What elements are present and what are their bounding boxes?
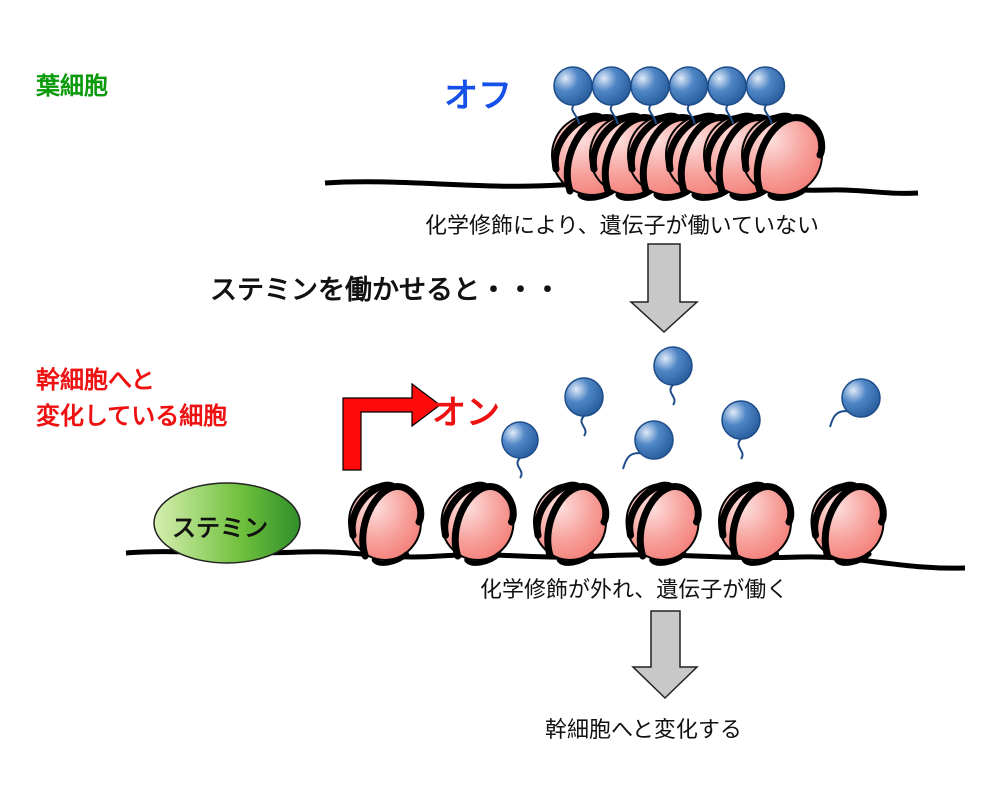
down-arrow-1 [629,243,699,334]
caption-activate-stemin: ステミンを働かせると・・・ [210,275,561,306]
nucleosome [741,112,826,201]
transitioning-cell-label-line2: 変化している細胞 [36,402,228,430]
stemin-protein [153,482,301,564]
caption-gene-silenced: 化学修飾により、遺伝子が働いていない [425,214,820,239]
leaf-cell-label: 葉細胞 [36,72,108,100]
methyl-group [745,66,786,125]
nucleosome [810,481,887,566]
nucleosome [348,481,425,566]
compacted-nucleosomes [551,112,826,201]
gene-off-label: オフ [444,76,512,116]
methyl-group [591,66,632,125]
methyl-group [721,400,761,460]
transitioning-cell-label-line1: 幹細胞へと [36,366,155,394]
down-arrow-2 [631,610,699,700]
methyl-group [564,377,604,437]
nucleosome [533,481,610,566]
methyl-group [829,378,881,428]
released-methyl-groups [501,346,881,479]
nucleosome [625,481,702,566]
stemin-label: ステミン [172,514,268,542]
nucleosome [440,481,517,566]
caption-gene-active: 化学修飾が外れ、遺伝子が働く [480,578,789,603]
attached-methyl-groups [553,66,786,125]
transitioning-cell-label: 幹細胞へと 変化している細胞 [36,362,227,434]
open-nucleosomes [348,481,887,566]
methyl-group [501,421,539,479]
gene-on-label: オン [432,393,500,433]
methyl-group [622,420,674,470]
activation-arrow [342,382,441,471]
caption-becomes-stem-cell: 幹細胞へと変化する [545,718,742,743]
nucleosome [718,481,795,566]
methyl-group [653,346,693,406]
